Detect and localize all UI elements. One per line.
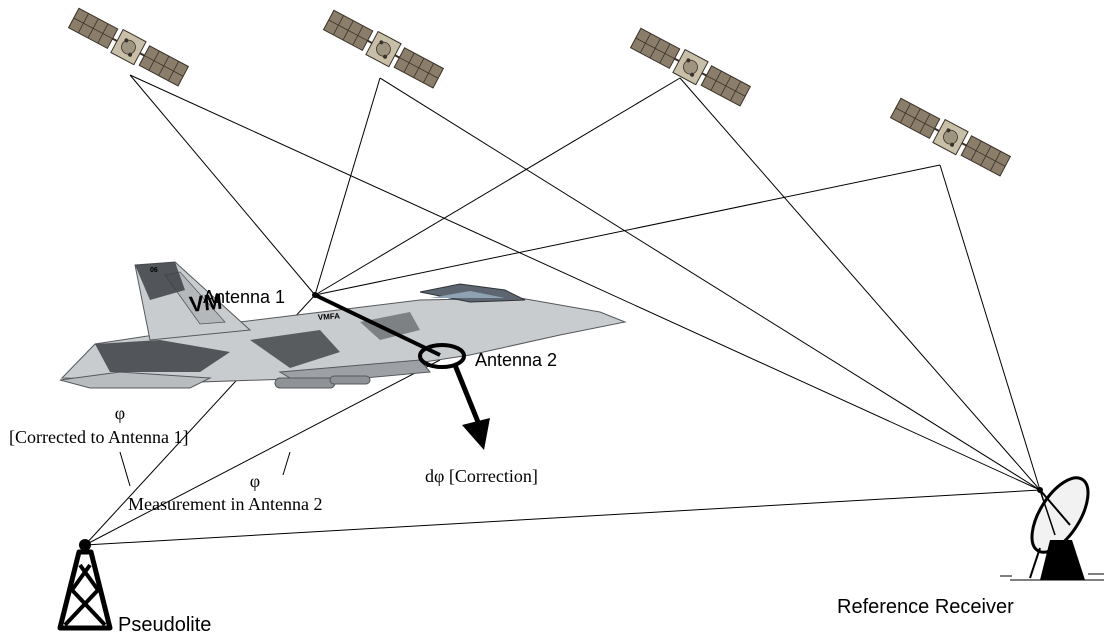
leader-corrected — [119, 451, 131, 487]
fighter-jet-icon: VM 06 VMFA — [59, 261, 627, 389]
satellite-2-icon — [321, 7, 446, 91]
corrected-label: [Corrected to Antenna 1] — [9, 427, 188, 447]
satellite-4-icon — [888, 95, 1013, 179]
antenna1-label: Antenna 1 — [203, 287, 285, 307]
line-sat1-antenna1 — [129, 74, 316, 296]
satellite-1-icon — [66, 5, 191, 89]
line-pseudolite-receiver — [84, 489, 1041, 546]
phi-corrected-symbol: φ — [115, 403, 125, 423]
reference-receiver-label: Reference Receiver — [837, 596, 1014, 618]
correction-arrow-head — [462, 418, 490, 450]
fuselage-marking: VMFA — [318, 311, 341, 322]
antenna2-marker — [418, 343, 466, 369]
line-sat1-receiver — [129, 74, 1041, 491]
line-sat4-receiver — [939, 164, 1041, 491]
leader-measurement — [282, 451, 291, 476]
antenna1-marker — [312, 292, 318, 298]
line-pseudolite-antenna2 — [84, 359, 441, 546]
dish-antenna-icon — [1000, 476, 1104, 581]
antenna2-label: Antenna 2 — [475, 350, 557, 370]
pseudolite-tower-icon — [57, 539, 113, 631]
antenna-baseline — [314, 293, 441, 357]
measurement-label: Measurement in Antenna 2 — [128, 494, 322, 514]
line-sat3-antenna1 — [314, 77, 681, 296]
correction-label: dφ [Correction] — [425, 466, 538, 486]
tail-marking: VM — [188, 289, 223, 317]
line-sat3-receiver — [679, 77, 1041, 491]
correction-arrow-shaft — [452, 364, 481, 423]
pseudolite-label: Pseudolite — [118, 614, 211, 636]
phi-measurement-symbol: φ — [250, 471, 260, 491]
tail-code: 06 — [150, 267, 158, 274]
signal-lines — [84, 74, 1041, 546]
satellite-3-icon — [628, 25, 753, 109]
line-sat4-antenna1 — [314, 164, 941, 296]
line-sat2-receiver — [379, 77, 1041, 491]
line-sat2-antenna1 — [314, 77, 381, 296]
